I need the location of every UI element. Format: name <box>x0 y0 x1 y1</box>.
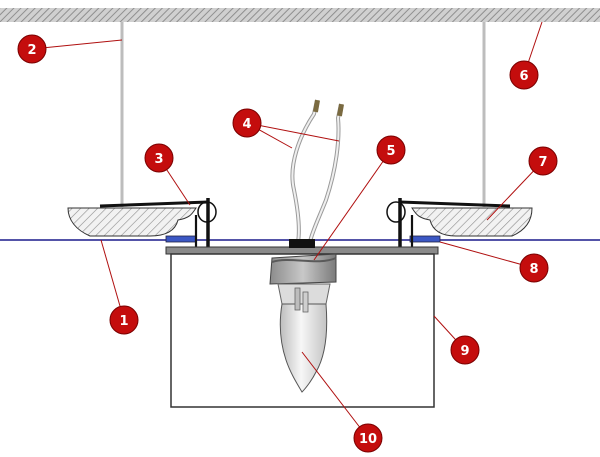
callout-3: 3 <box>144 143 174 173</box>
bulb-pin-2 <box>302 291 309 313</box>
leader-line-5 <box>313 149 392 261</box>
callout-6: 6 <box>509 60 539 90</box>
lamp-bulb <box>279 303 328 393</box>
callout-10: 10 <box>353 423 383 453</box>
callout-badge-6 <box>509 60 539 90</box>
callout-9: 9 <box>450 335 480 365</box>
callout-number-5: 5 <box>386 144 395 159</box>
supply-wire-2-core <box>309 103 342 243</box>
supply-wire-1 <box>290 99 319 243</box>
spring-clip-left <box>99 198 217 250</box>
leader-line-2 <box>31 39 123 50</box>
callout-badge-1 <box>109 305 139 335</box>
callout-number-1: 1 <box>119 314 128 329</box>
callout-number-2: 2 <box>27 43 36 58</box>
mounting-plate <box>165 246 439 255</box>
callout-badge-8 <box>519 253 549 283</box>
lamp-socket <box>269 253 337 285</box>
callout-badge-9 <box>450 335 480 365</box>
callout-1: 1 <box>109 305 139 335</box>
ceiling-panel-right <box>411 207 533 237</box>
callout-4: 4 <box>232 108 262 138</box>
ceiling-panel-left <box>67 207 197 237</box>
leader-line-8 <box>439 241 535 269</box>
bulb-pin-1 <box>294 287 301 311</box>
callout-badge-4 <box>232 108 262 138</box>
callout-number-4: 4 <box>242 117 251 132</box>
wire-tip-2 <box>336 103 344 117</box>
leader-line-4-b <box>246 122 340 142</box>
gasket-left <box>165 235 197 243</box>
callout-badge-2 <box>17 34 47 64</box>
supply-wire-1-core <box>291 99 318 243</box>
callout-7: 7 <box>528 146 558 176</box>
callout-badge-7 <box>528 146 558 176</box>
leader-line-10 <box>301 351 369 439</box>
overhead-slab <box>0 8 600 22</box>
callout-number-9: 9 <box>460 344 469 359</box>
callout-number-3: 3 <box>154 152 163 167</box>
callout-number-10: 10 <box>359 432 377 447</box>
callout-badge-10 <box>353 423 383 453</box>
callout-5: 5 <box>376 135 406 165</box>
callout-badge-3 <box>144 143 174 173</box>
callout-markers: 1 2 3 4 5 6 7 8 9 10 <box>17 34 558 453</box>
callout-number-8: 8 <box>529 262 538 277</box>
wire-tip-1 <box>312 99 320 113</box>
callout-number-6: 6 <box>519 69 528 84</box>
callout-number-7: 7 <box>538 155 547 170</box>
socket-band <box>271 257 337 263</box>
callout-8: 8 <box>519 253 549 283</box>
supply-wire-2 <box>308 103 343 243</box>
wire-terminal <box>289 239 315 248</box>
callout-2: 2 <box>17 34 47 64</box>
spring-clip-right <box>386 198 511 250</box>
callout-badge-5 <box>376 135 406 165</box>
gasket-right <box>409 235 441 243</box>
